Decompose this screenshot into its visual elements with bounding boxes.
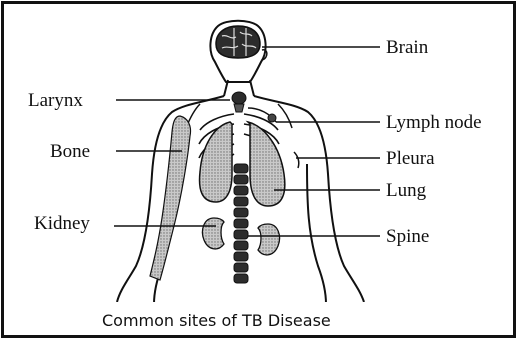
label-larynx: Larynx [28,91,83,110]
label-pleura: Pleura [386,149,435,168]
label-spine: Spine [386,227,429,246]
label-lymph-node: Lymph node [386,113,482,132]
spine-organ [234,164,248,283]
label-lung: Lung [386,181,426,200]
label-bone: Bone [50,142,90,161]
label-brain: Brain [386,38,428,57]
diagram-caption: Common sites of TB Disease [102,313,331,329]
diagram-frame: Brain Larynx Lymph node Bone Pleura Lung… [1,1,516,338]
label-kidney: Kidney [34,214,90,233]
larynx-organ [232,92,246,112]
body-diagram [4,4,516,338]
brain-organ [216,26,260,58]
